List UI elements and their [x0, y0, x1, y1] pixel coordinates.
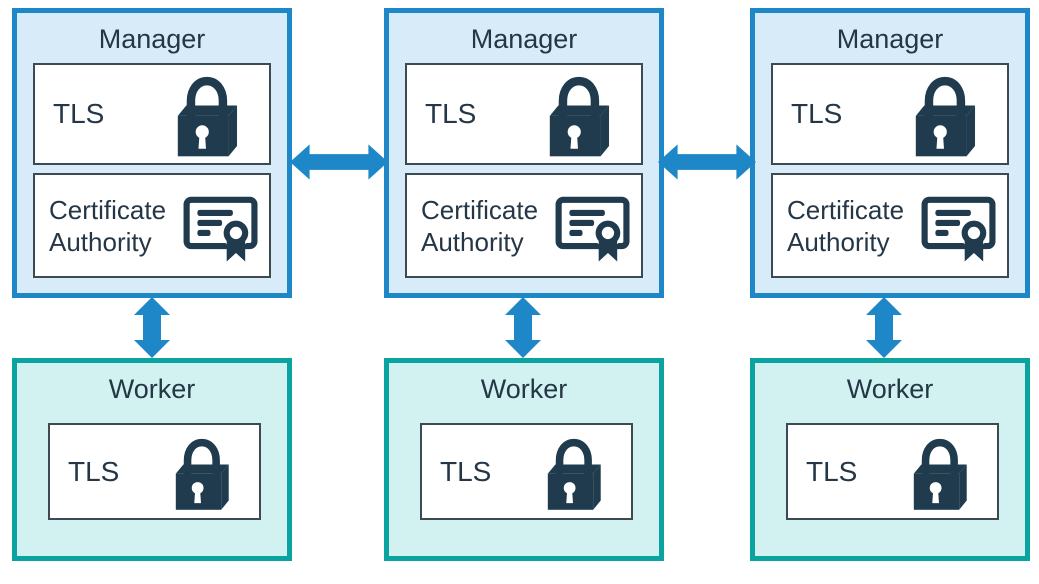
worker-3-tls-label: TLS [806, 455, 858, 487]
worker-node-2: Worker TLS [384, 358, 664, 561]
manager-2-ca-box: Certificate Authority [405, 173, 643, 278]
lock-icon [159, 67, 253, 161]
worker-3-tls-box: TLS [786, 423, 999, 520]
manager-3-tls-box: TLS [771, 63, 1009, 165]
worker-1-tls-box: TLS [48, 423, 261, 520]
manager-2-ca-label: Certificate Authority [421, 194, 539, 257]
manager-3-tls-label: TLS [791, 98, 843, 129]
manager-1-ca-box: Certificate Authority [33, 173, 271, 278]
worker-1-tls-label: TLS [68, 455, 120, 487]
lock-icon [531, 430, 615, 514]
manager-1-tls-box: TLS [33, 63, 271, 165]
worker-2-tls-label: TLS [440, 455, 492, 487]
manager-3-title: Manager [836, 24, 944, 54]
manager-2-title: Manager [470, 24, 578, 54]
certificate-authority-icon [920, 186, 997, 266]
lock-icon [897, 67, 991, 161]
manager-3-ca-box: Certificate Authority [771, 173, 1009, 278]
manager-node-3: Manager TLS Certificate Authority [750, 8, 1030, 298]
double-arrow-horizontal-icon [290, 140, 388, 184]
worker-node-3: Worker TLS [750, 358, 1030, 561]
manager-2-tls-box: TLS [405, 63, 643, 165]
manager-2-tls-label: TLS [425, 98, 477, 129]
double-arrow-vertical-icon [132, 297, 172, 358]
lock-icon [897, 430, 981, 514]
worker-node-1: Worker TLS [12, 358, 292, 561]
manager-node-1: Manager TLS Certificate Authority [12, 8, 292, 298]
double-arrow-horizontal-icon [658, 140, 756, 184]
worker-3-title: Worker [846, 374, 934, 404]
manager-node-2: Manager TLS Certificate Authority [384, 8, 664, 298]
manager-1-tls-label: TLS [53, 98, 105, 129]
worker-2-tls-box: TLS [420, 423, 633, 520]
manager-3-ca-label: Certificate Authority [787, 194, 905, 257]
worker-2-title: Worker [480, 374, 568, 404]
double-arrow-vertical-icon [503, 297, 543, 358]
certificate-authority-icon [554, 186, 631, 266]
lock-icon [159, 430, 243, 514]
worker-1-title: Worker [108, 374, 196, 404]
manager-1-ca-label: Certificate Authority [49, 194, 167, 257]
lock-icon [531, 67, 625, 161]
double-arrow-vertical-icon [864, 297, 904, 358]
certificate-authority-icon [182, 186, 259, 266]
manager-1-title: Manager [98, 24, 206, 54]
